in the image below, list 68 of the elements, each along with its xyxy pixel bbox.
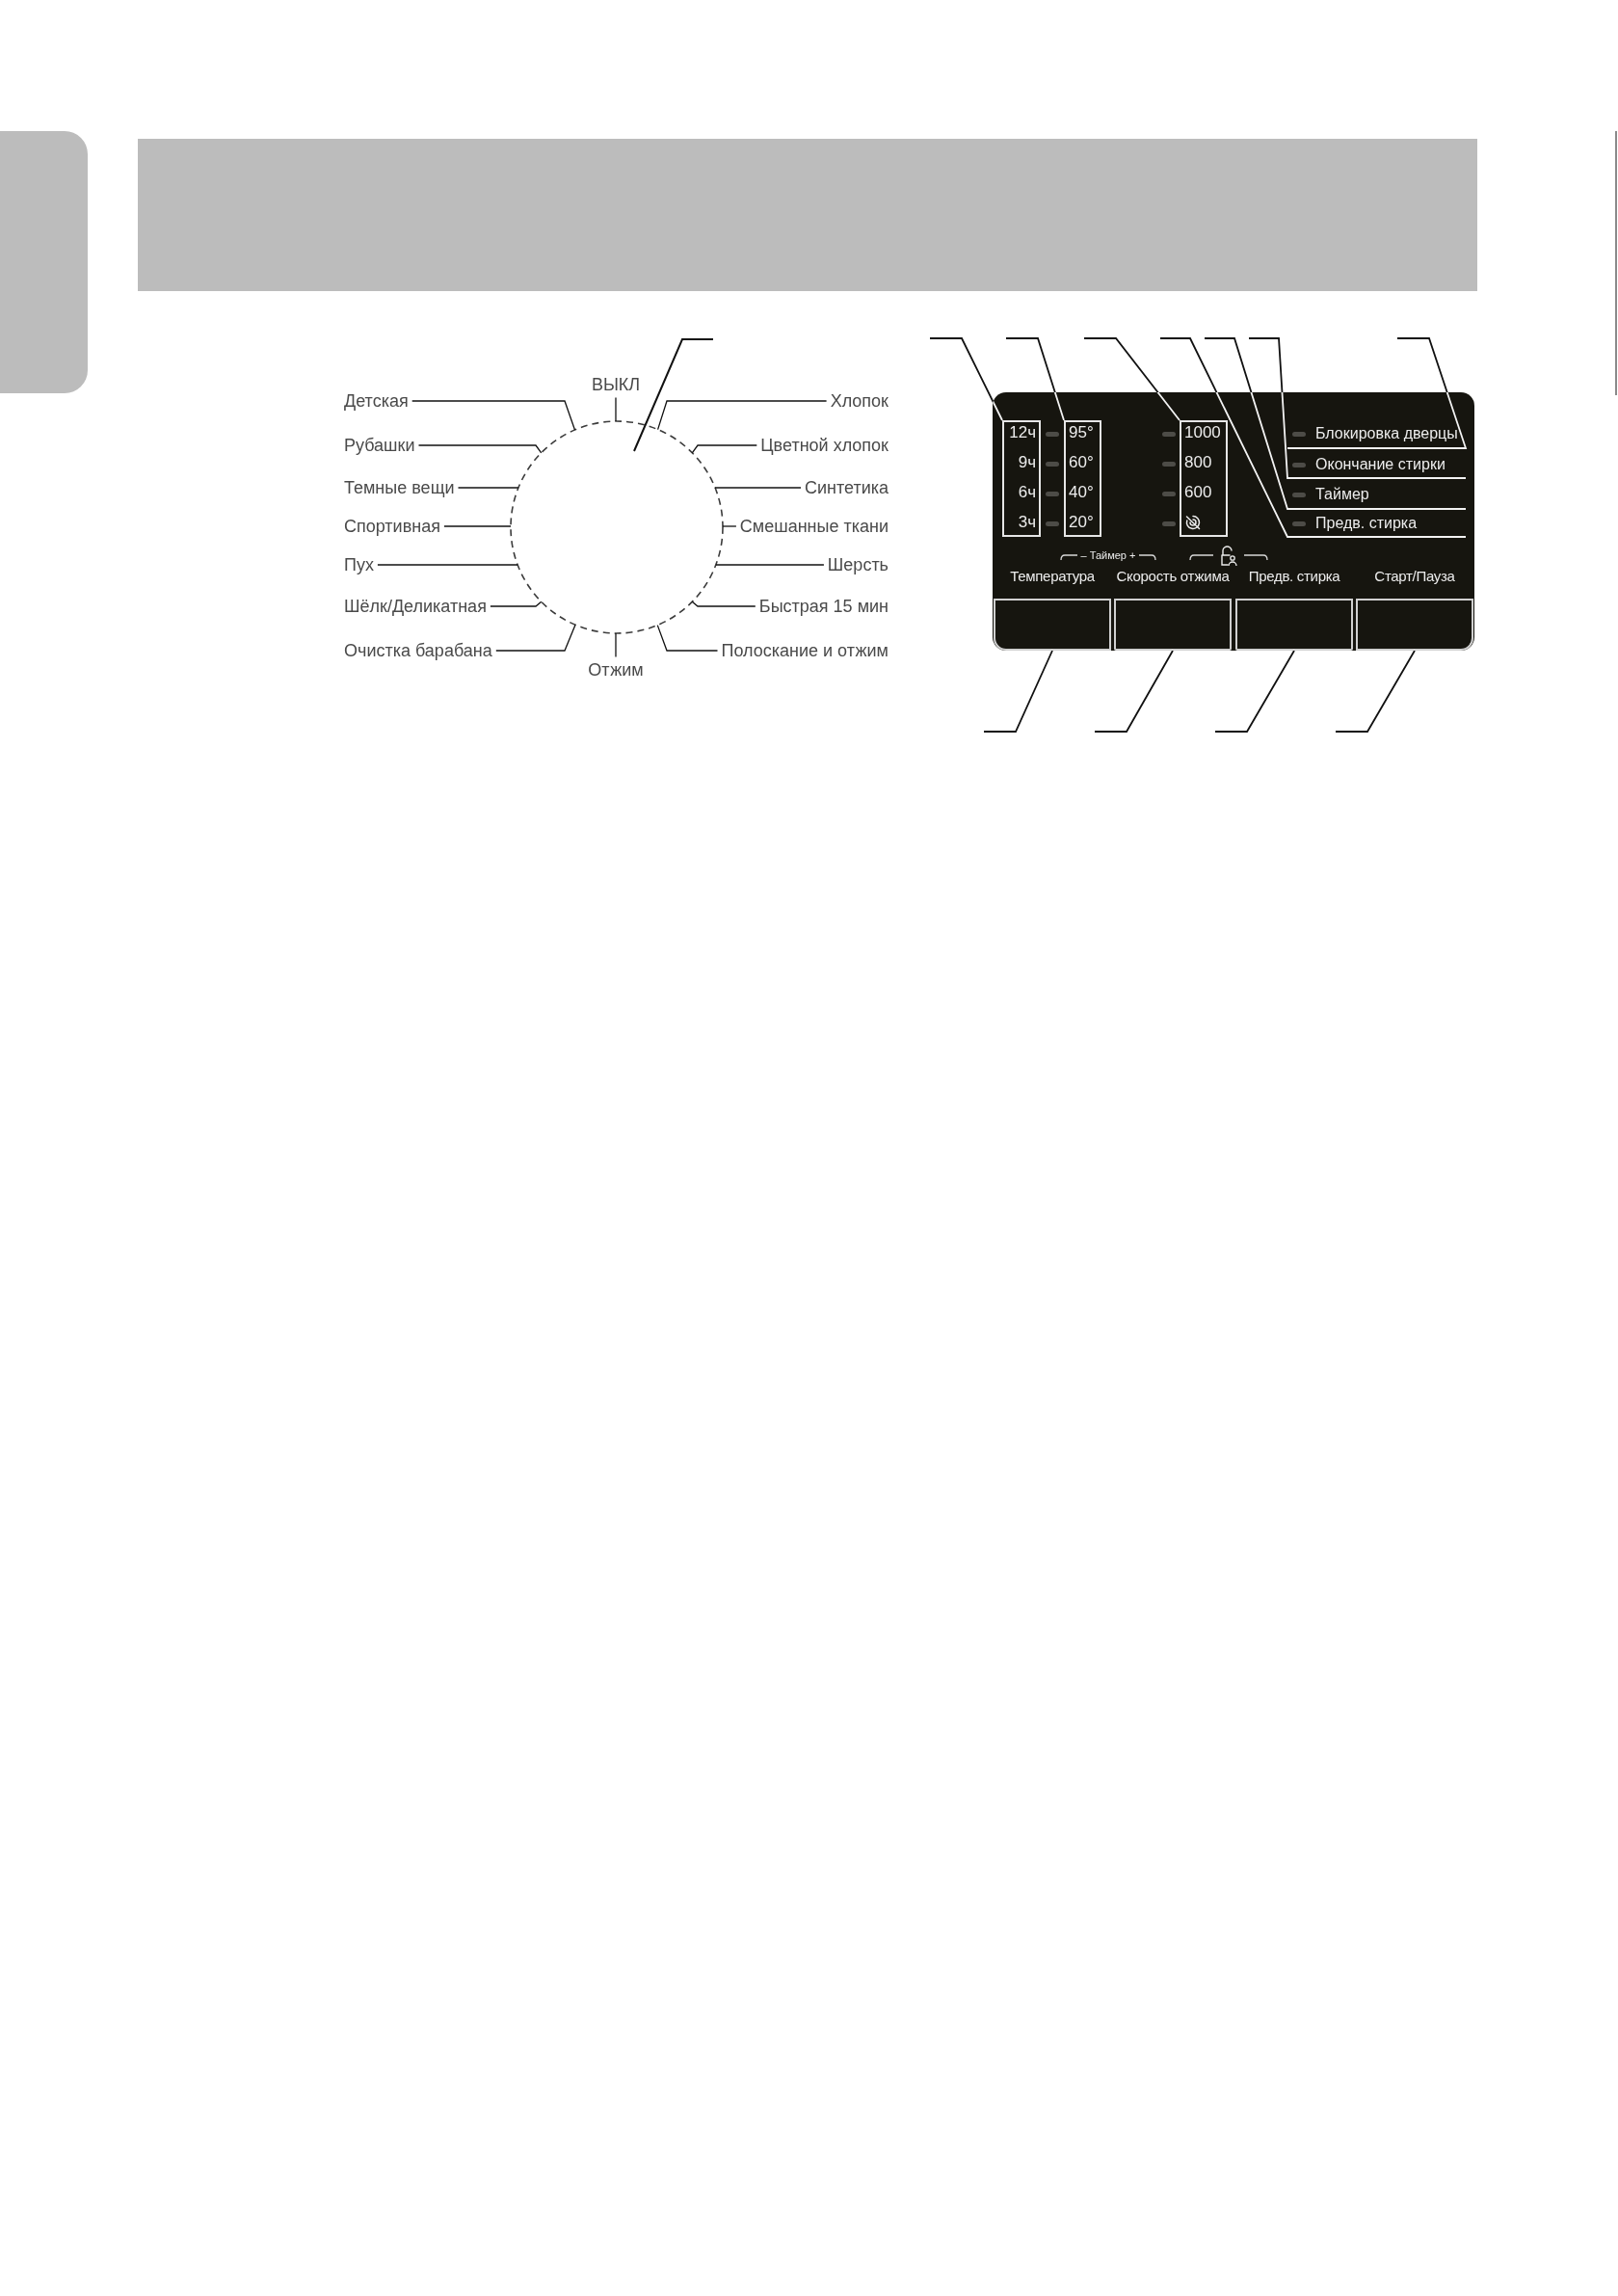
- spin-speed-value: 1000: [1184, 422, 1221, 443]
- spin-speed-value: 600: [1184, 482, 1212, 503]
- program-label: Темные вещи: [344, 477, 455, 498]
- program-label: Цветной хлопок: [760, 435, 889, 456]
- leader-line: [615, 396, 617, 422]
- hours-column: [1002, 420, 1041, 537]
- program-label: Быстрая 15 мин: [758, 596, 889, 617]
- leader-line: [1248, 337, 1467, 479]
- leader-line: [457, 487, 519, 489]
- control-panel: [993, 392, 1474, 651]
- leader-line: [715, 564, 825, 566]
- timer-caption: – Таймер +: [1080, 548, 1136, 562]
- program-label: Рубашки: [344, 435, 415, 456]
- program-label: Полоскание и отжим: [721, 640, 889, 661]
- program-label: Детская: [344, 390, 409, 412]
- control-label: Предв. стирка: [1248, 567, 1340, 586]
- program-dial: [509, 419, 725, 635]
- leader-line: [417, 444, 543, 454]
- control-label: Скорость отжима: [1116, 567, 1230, 586]
- leader-line: [656, 624, 719, 652]
- leader-line: [656, 400, 828, 431]
- leader-line: [1214, 650, 1295, 733]
- leader-line: [1083, 337, 1180, 421]
- temperature-value: 95°: [1069, 422, 1094, 443]
- leader-line: [490, 601, 543, 607]
- leader-line: [1094, 650, 1174, 733]
- leader-line: [1335, 650, 1416, 733]
- temperature-value: 40°: [1069, 482, 1094, 503]
- leader-line: [1159, 337, 1467, 538]
- indicator-label: Окончание стирки: [1315, 455, 1446, 474]
- leader-line: [722, 525, 737, 527]
- leader-line: [714, 487, 802, 489]
- spin-speed-column: [1180, 420, 1228, 537]
- program-label: Очистка барабана: [344, 640, 492, 661]
- leader-line: [929, 337, 1003, 421]
- leader-line: [633, 338, 714, 452]
- leader-line: [495, 624, 576, 652]
- indicator-label: Таймер: [1315, 485, 1369, 504]
- leader-line: [691, 601, 756, 607]
- hours-value: 9ч: [1018, 452, 1036, 473]
- leader-line: [1204, 337, 1467, 510]
- program-label: Хлопок: [830, 390, 889, 412]
- temperature-value: 60°: [1069, 452, 1094, 473]
- indicator-label: Блокировка дверцы: [1315, 424, 1458, 443]
- program-label: Шёлк/Деликатная: [344, 596, 487, 617]
- program-label: Синтетика: [804, 477, 889, 498]
- hours-value: 3ч: [1018, 512, 1036, 533]
- leader-line: [443, 525, 512, 527]
- program-label: Пух: [344, 554, 374, 575]
- program-label: Смешанные ткани: [739, 516, 889, 537]
- hours-value: 6ч: [1018, 482, 1036, 503]
- program-label: Спортивная: [344, 516, 440, 537]
- program-label: ВЫКЛ: [591, 374, 641, 395]
- spin-speed-value: 800: [1184, 452, 1212, 473]
- leader-line: [615, 632, 617, 658]
- program-label: Шерсть: [827, 554, 889, 575]
- indicator-label: Предв. стирка: [1315, 514, 1418, 533]
- leader-line: [1286, 337, 1468, 449]
- leader-line: [691, 444, 757, 454]
- leader-line: [411, 400, 576, 431]
- hours-value: 12ч: [1009, 422, 1036, 443]
- control-label: Температура: [1010, 567, 1095, 586]
- temperature-value: 20°: [1069, 512, 1094, 533]
- control-label: Старт/Пауза: [1374, 567, 1455, 586]
- temperature-column: [1064, 420, 1101, 537]
- program-label: Отжим: [588, 659, 644, 681]
- leader-line: [983, 650, 1053, 733]
- leader-line: [377, 564, 518, 566]
